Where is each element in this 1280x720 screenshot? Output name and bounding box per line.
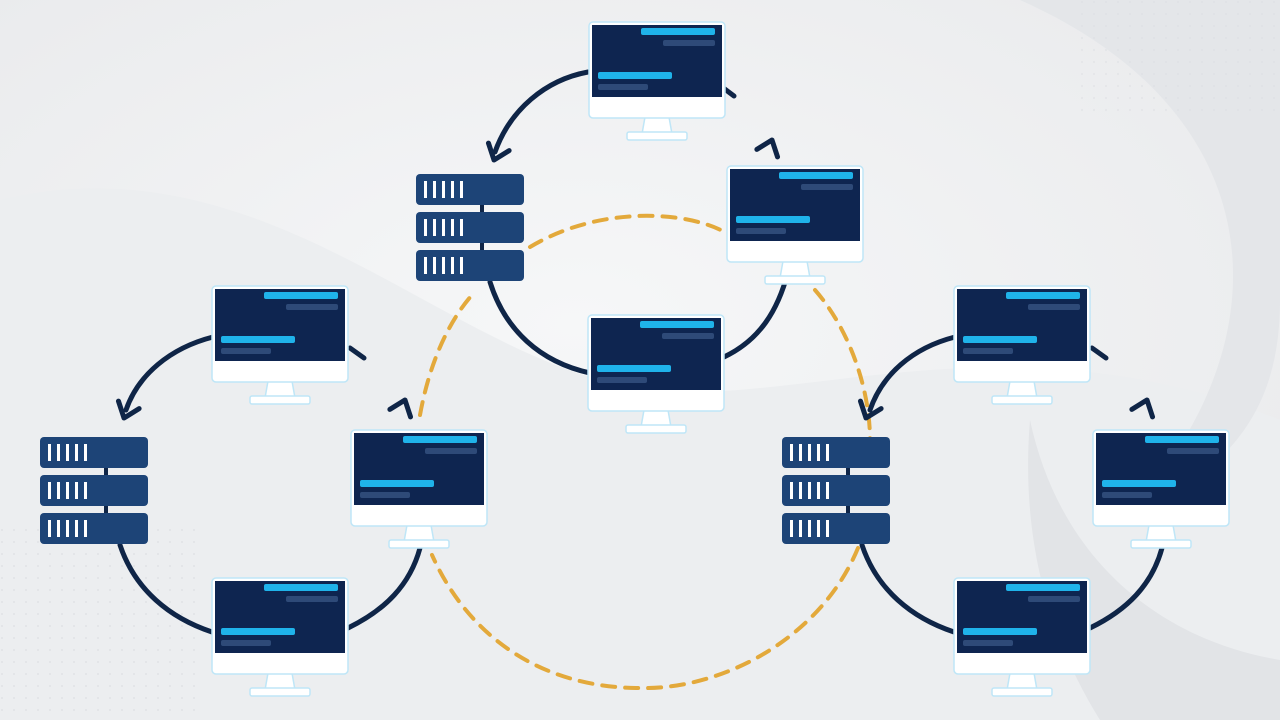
server-unit: [416, 212, 524, 243]
computers: [211, 21, 1230, 697]
server-unit: [782, 437, 890, 468]
desktop-monitor-icon: [953, 285, 1091, 405]
dashed-interconnect-ring: [418, 213, 872, 691]
background-swoosh-lower: [1028, 420, 1280, 720]
server-unit: [40, 513, 148, 544]
ring-connector-11: [1087, 545, 1165, 631]
ring-connector-6: [117, 542, 215, 635]
arrowhead-icon: [857, 398, 884, 421]
server-rack-icon: [782, 437, 890, 544]
server-unit: [40, 475, 148, 506]
ring-connector-7: [345, 545, 423, 631]
ring-connector-10: [859, 542, 957, 635]
servers: [40, 174, 890, 544]
server-unit: [40, 437, 148, 468]
ring-connector-12: [1089, 345, 1109, 361]
direction-arrows: [115, 137, 1156, 421]
arrowhead-icon: [115, 398, 142, 421]
dashed-link: [418, 213, 872, 691]
background-dots-top: [1080, 0, 1280, 120]
arrowhead-icon: [485, 140, 512, 163]
ring-connector-9: [867, 334, 958, 413]
desktop-monitor-icon: [953, 577, 1091, 697]
ring-connector-2: [487, 279, 593, 376]
server-rack-icon: [40, 437, 148, 544]
background-dots: [0, 520, 200, 720]
server-unit: [782, 513, 890, 544]
desktop-monitor-icon: [211, 285, 349, 405]
ring-connector-1: [492, 69, 591, 155]
arrowhead-icon: [754, 137, 781, 160]
background-swoosh: [1020, 0, 1280, 520]
server-rack-icon: [416, 174, 524, 281]
ring-connector-5: [123, 334, 216, 413]
desktop-monitor-icon: [726, 165, 864, 285]
desktop-monitor-icon: [211, 577, 349, 697]
ring-connector-8: [347, 345, 367, 361]
arrowhead-icon: [387, 397, 414, 420]
desktop-monitor-icon: [1092, 429, 1230, 549]
arrowhead-icon: [1129, 397, 1156, 420]
desktop-monitor-icon: [350, 429, 488, 549]
server-unit: [416, 174, 524, 205]
desktop-monitor-icon: [587, 314, 725, 434]
desktop-monitor-icon: [588, 21, 726, 141]
server-unit: [782, 475, 890, 506]
server-unit: [416, 250, 524, 281]
